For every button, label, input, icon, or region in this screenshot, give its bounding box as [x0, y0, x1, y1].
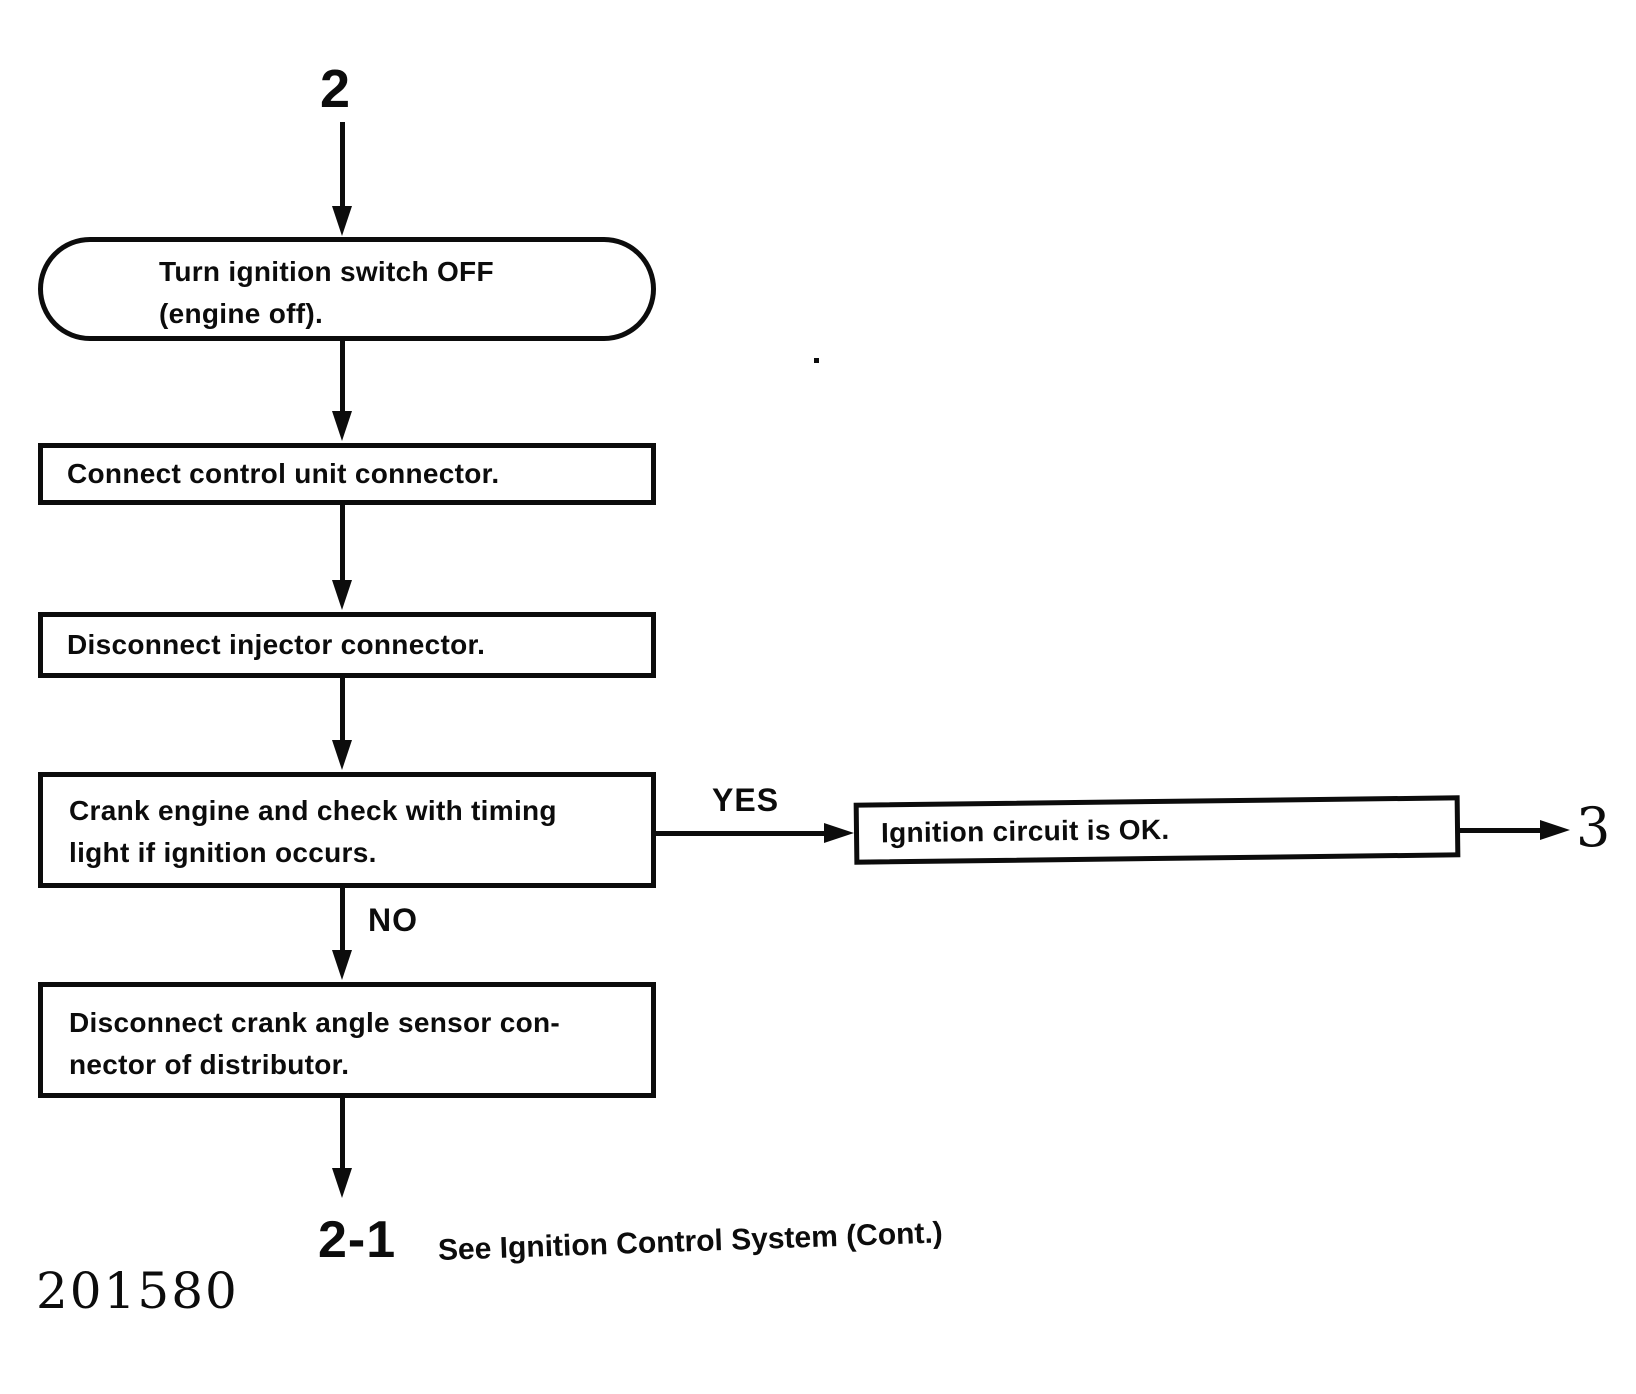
arrowhead-down-2: [332, 580, 352, 610]
arrowhead-down-3: [332, 740, 352, 770]
node-turn-ignition-off: Turn ignition switch OFF (engine off).: [38, 237, 656, 341]
arrowhead-right-exit: [1540, 820, 1570, 840]
node-ignition-circuit-ok: Ignition circuit is OK.: [853, 795, 1461, 865]
arrowhead-down-entry: [332, 206, 352, 236]
node-text-line: Crank engine and check with timing: [69, 795, 557, 826]
no-branch-label: NO: [368, 902, 418, 938]
node-text-line: Turn ignition switch OFF: [159, 256, 494, 287]
node-text-line: Disconnect injector connector.: [67, 629, 486, 660]
connector-to-continuation: [340, 1098, 345, 1170]
node-disconnect-injector: Disconnect injector connector.: [38, 612, 656, 678]
continuation-note: See Ignition Control System (Cont.): [437, 1216, 944, 1267]
node-disconnect-crank-angle-sensor: Disconnect crank angle sensor con- necto…: [38, 982, 656, 1098]
figure-number: 201580: [36, 1262, 239, 1320]
node-crank-engine-check: Crank engine and check with timing light…: [38, 772, 656, 888]
yes-branch-label: YES: [712, 782, 780, 818]
arrowhead-down-continuation: [332, 1168, 352, 1198]
connector-yes-branch: [656, 831, 828, 836]
entry-connector-label: 2: [320, 59, 351, 119]
connector-no-branch: [340, 888, 345, 952]
node-text-line: light if ignition occurs.: [69, 837, 377, 868]
connector-start-to-connect: [340, 341, 345, 413]
node-text-line: nector of distributor.: [69, 1049, 350, 1080]
node-connect-control-unit: Connect control unit connector.: [38, 443, 656, 505]
connector-entry-to-start: [340, 122, 345, 208]
node-text-line: Ignition circuit is OK.: [880, 813, 1170, 849]
node-text-line: Disconnect crank angle sensor con-: [69, 1007, 561, 1038]
connector-connect-to-disconnect-injector: [340, 505, 345, 582]
node-text-line: (engine off).: [159, 298, 324, 329]
arrowhead-down-no: [332, 950, 352, 980]
node-text-line: Connect control unit connector.: [67, 458, 500, 489]
arrowhead-down-1: [332, 411, 352, 441]
continuation-connector-label: 2-1: [318, 1211, 397, 1269]
ink-speck: [814, 358, 819, 363]
arrowhead-right-yes: [824, 823, 854, 843]
connector-exit: [1459, 828, 1543, 833]
exit-connector-label: 3: [1576, 796, 1611, 859]
connector-disconnect-injector-to-crank: [340, 678, 345, 742]
